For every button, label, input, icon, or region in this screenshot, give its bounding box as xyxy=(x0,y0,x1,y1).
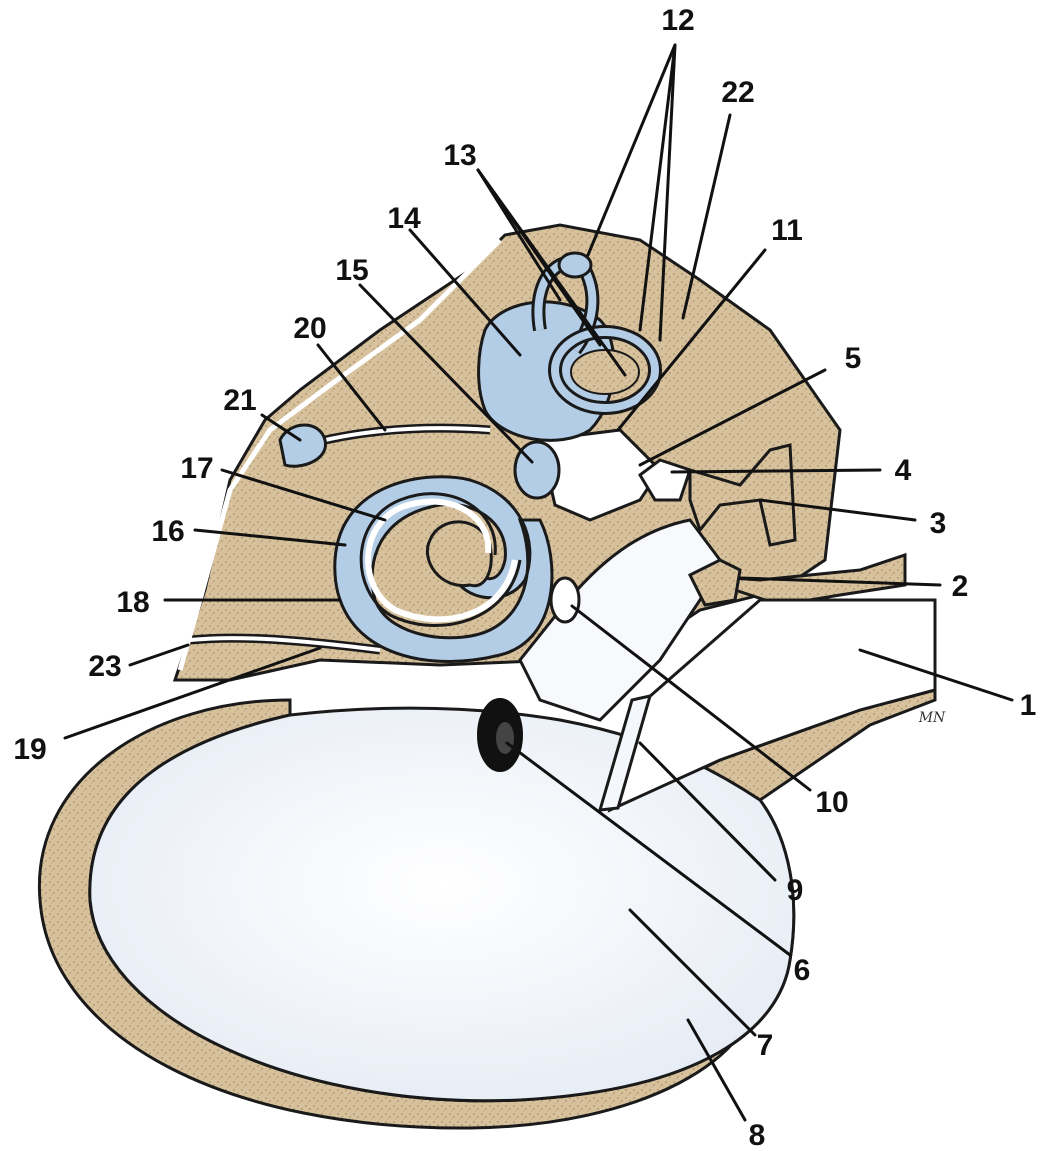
label-1: 1 xyxy=(1020,689,1037,722)
label-18: 18 xyxy=(116,586,149,619)
label-21: 21 xyxy=(223,384,256,417)
label-8: 8 xyxy=(749,1119,766,1151)
label-2: 2 xyxy=(952,570,969,603)
label-6: 6 xyxy=(794,954,811,987)
artist-signature: MN xyxy=(918,710,946,726)
round-window-membrane xyxy=(551,578,579,622)
label-23: 23 xyxy=(88,650,121,683)
label-19: 19 xyxy=(13,733,46,766)
label-16: 16 xyxy=(151,515,184,548)
leader-4 xyxy=(672,470,880,472)
label-20: 20 xyxy=(293,312,326,345)
label-14: 14 xyxy=(387,202,421,235)
label-22: 22 xyxy=(721,76,754,109)
semicircular-canal-center xyxy=(571,350,639,394)
label-15: 15 xyxy=(335,254,368,287)
label-10: 10 xyxy=(815,786,848,819)
label-17: 17 xyxy=(180,452,213,485)
label-3: 3 xyxy=(930,507,947,540)
label-7: 7 xyxy=(757,1029,774,1062)
label-11: 11 xyxy=(771,214,803,247)
label-9: 9 xyxy=(787,874,804,907)
petrous-bone xyxy=(175,225,840,680)
label-13: 13 xyxy=(443,139,476,172)
label-12: 12 xyxy=(661,4,694,37)
leader-23 xyxy=(130,645,188,665)
label-5: 5 xyxy=(845,342,862,375)
ampulla xyxy=(559,253,591,277)
label-4: 4 xyxy=(895,454,912,487)
black-oval-inner xyxy=(496,722,514,754)
